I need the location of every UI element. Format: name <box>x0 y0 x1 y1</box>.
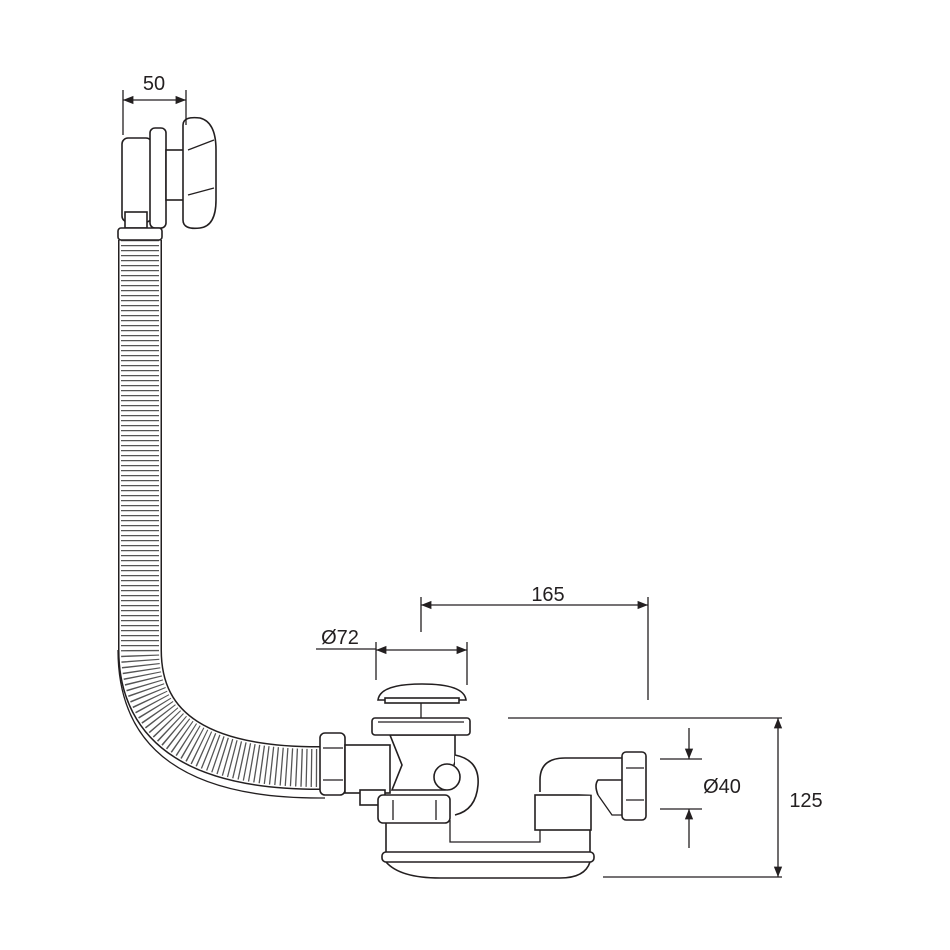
dimension-diameter-40: Ø40 <box>660 728 741 848</box>
dimension-diameter-72: Ø72 <box>316 627 468 685</box>
trap-outlet <box>534 751 647 831</box>
dimension-label-diameter-72: Ø72 <box>321 627 359 649</box>
dimension-125: 125 <box>508 717 823 878</box>
click-clack-plug <box>377 683 467 718</box>
corrugated-hose <box>117 240 326 799</box>
drain-body <box>371 717 595 879</box>
dimension-50: 50 <box>122 73 187 135</box>
dimension-165: 165 <box>420 584 649 700</box>
dimension-label-diameter-40: Ø40 <box>703 776 741 798</box>
dimension-label-50: 50 <box>143 73 165 95</box>
overflow-head <box>117 116 217 241</box>
dimension-label-125: 125 <box>789 790 822 812</box>
hose-connector <box>319 732 391 806</box>
dimension-label-165: 165 <box>531 584 564 606</box>
